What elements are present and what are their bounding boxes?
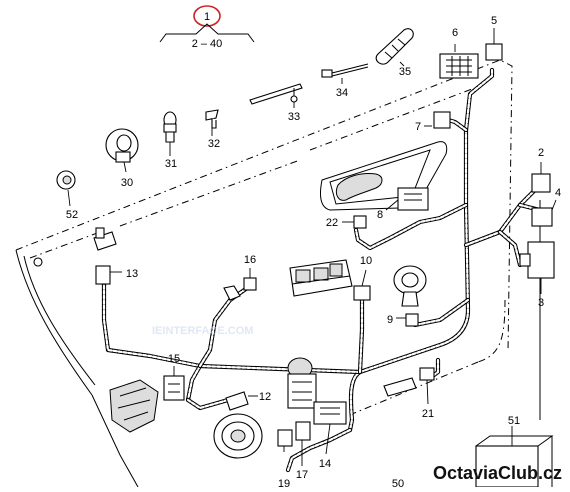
part-lock-actuator[interactable] xyxy=(109,379,159,433)
callout-10: 10 xyxy=(360,255,372,267)
part-10-connector[interactable] xyxy=(353,285,371,301)
callout-17: 17 xyxy=(296,469,308,481)
header-number: 1 xyxy=(204,11,210,23)
brand-watermark: OctaviaClub.cz xyxy=(433,463,562,483)
callout-8: 8 xyxy=(377,209,383,221)
part-4-connector[interactable] xyxy=(531,207,553,227)
part-13-connector[interactable] xyxy=(95,265,111,285)
callout-30: 30 xyxy=(121,177,133,189)
part-switch-panel[interactable] xyxy=(289,259,353,297)
callout-labels: 6 5 35 34 33 32 31 30 52 7 2 4 3 8 22 16… xyxy=(66,15,561,490)
callout-5: 5 xyxy=(491,15,497,27)
part-52-cap[interactable] xyxy=(56,170,76,190)
part-34-cable-tie[interactable] xyxy=(321,63,369,78)
part-6-connector-block[interactable] xyxy=(439,53,479,79)
part-speaker-tweeter[interactable] xyxy=(393,265,427,307)
part-door-contact-pin[interactable] xyxy=(93,227,117,251)
callout-4: 4 xyxy=(555,187,561,199)
callout-32: 32 xyxy=(208,138,220,150)
part-window-motor[interactable] xyxy=(287,357,317,409)
part-8-connector[interactable] xyxy=(397,187,429,211)
callout-19: 19 xyxy=(278,478,290,487)
part-9-connector[interactable] xyxy=(405,313,419,327)
header-bracket xyxy=(159,23,255,43)
part-21-connector[interactable] xyxy=(419,367,435,381)
callout-13: 13 xyxy=(126,268,138,280)
part-3-module[interactable] xyxy=(519,241,555,279)
part-7-connector[interactable] xyxy=(433,111,451,129)
callout-35: 35 xyxy=(399,66,411,78)
watermark: IEINTERFACE.COM xyxy=(152,325,253,337)
part-33-harness-clip[interactable] xyxy=(249,83,303,105)
part-22-connector[interactable] xyxy=(353,215,367,229)
part-14-module[interactable] xyxy=(313,401,347,425)
callout-9: 9 xyxy=(387,314,393,326)
part-5-connector[interactable] xyxy=(485,43,503,61)
part-16-connector[interactable] xyxy=(223,277,257,301)
callout-2: 2 xyxy=(538,147,544,159)
callout-7: 7 xyxy=(415,121,421,133)
callout-31: 31 xyxy=(165,158,177,170)
part-35-foam-sleeve[interactable] xyxy=(375,28,414,65)
callout-12: 12 xyxy=(259,391,271,403)
callout-15: 15 xyxy=(168,353,180,365)
door-panel xyxy=(15,59,541,488)
part-speaker-woofer[interactable] xyxy=(213,413,263,459)
part-17-connector[interactable] xyxy=(295,421,311,441)
part-30-grommet[interactable] xyxy=(105,128,139,163)
callout-50: 50 xyxy=(392,478,404,487)
part-32-clip[interactable] xyxy=(205,109,219,129)
callout-22: 22 xyxy=(326,217,338,229)
callout-3: 3 xyxy=(538,297,544,309)
callout-21: 21 xyxy=(422,408,434,420)
part-15-connector[interactable] xyxy=(163,375,185,401)
header-range: 2 – 40 xyxy=(192,38,223,50)
part-light-lens[interactable] xyxy=(383,377,417,397)
callout-52: 52 xyxy=(66,209,78,221)
callout-6: 6 xyxy=(452,27,458,39)
leader-lines xyxy=(67,28,557,466)
callout-16: 16 xyxy=(244,254,256,266)
header-circle xyxy=(193,5,221,27)
part-31-push-rivet[interactable] xyxy=(163,111,177,143)
part-51-control-unit[interactable] xyxy=(475,435,554,488)
header-group: 1 2 – 40 xyxy=(159,5,255,50)
callout-14: 14 xyxy=(319,458,331,470)
part-19-connector[interactable] xyxy=(277,429,293,447)
part-2-connector[interactable] xyxy=(531,173,551,193)
part-12-connector[interactable] xyxy=(225,391,249,411)
callout-51: 51 xyxy=(508,415,520,427)
callout-34: 34 xyxy=(336,87,348,99)
callout-33: 33 xyxy=(288,111,300,123)
